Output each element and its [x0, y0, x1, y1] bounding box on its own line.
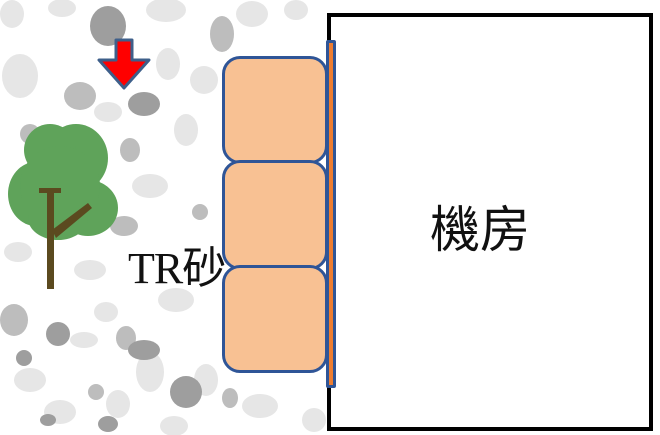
pebble-pattern	[0, 0, 326, 435]
arrow-down-icon	[97, 38, 151, 90]
sandbag-middle	[222, 160, 328, 270]
machine-room-label: 機房	[430, 201, 530, 259]
sandbag-bottom	[222, 265, 328, 373]
ground-label: TR砂	[128, 244, 226, 293]
sandbag-top	[222, 56, 328, 164]
machine-room-box	[327, 13, 653, 431]
tree-icon	[8, 124, 118, 289]
barrier-plate	[326, 40, 336, 388]
